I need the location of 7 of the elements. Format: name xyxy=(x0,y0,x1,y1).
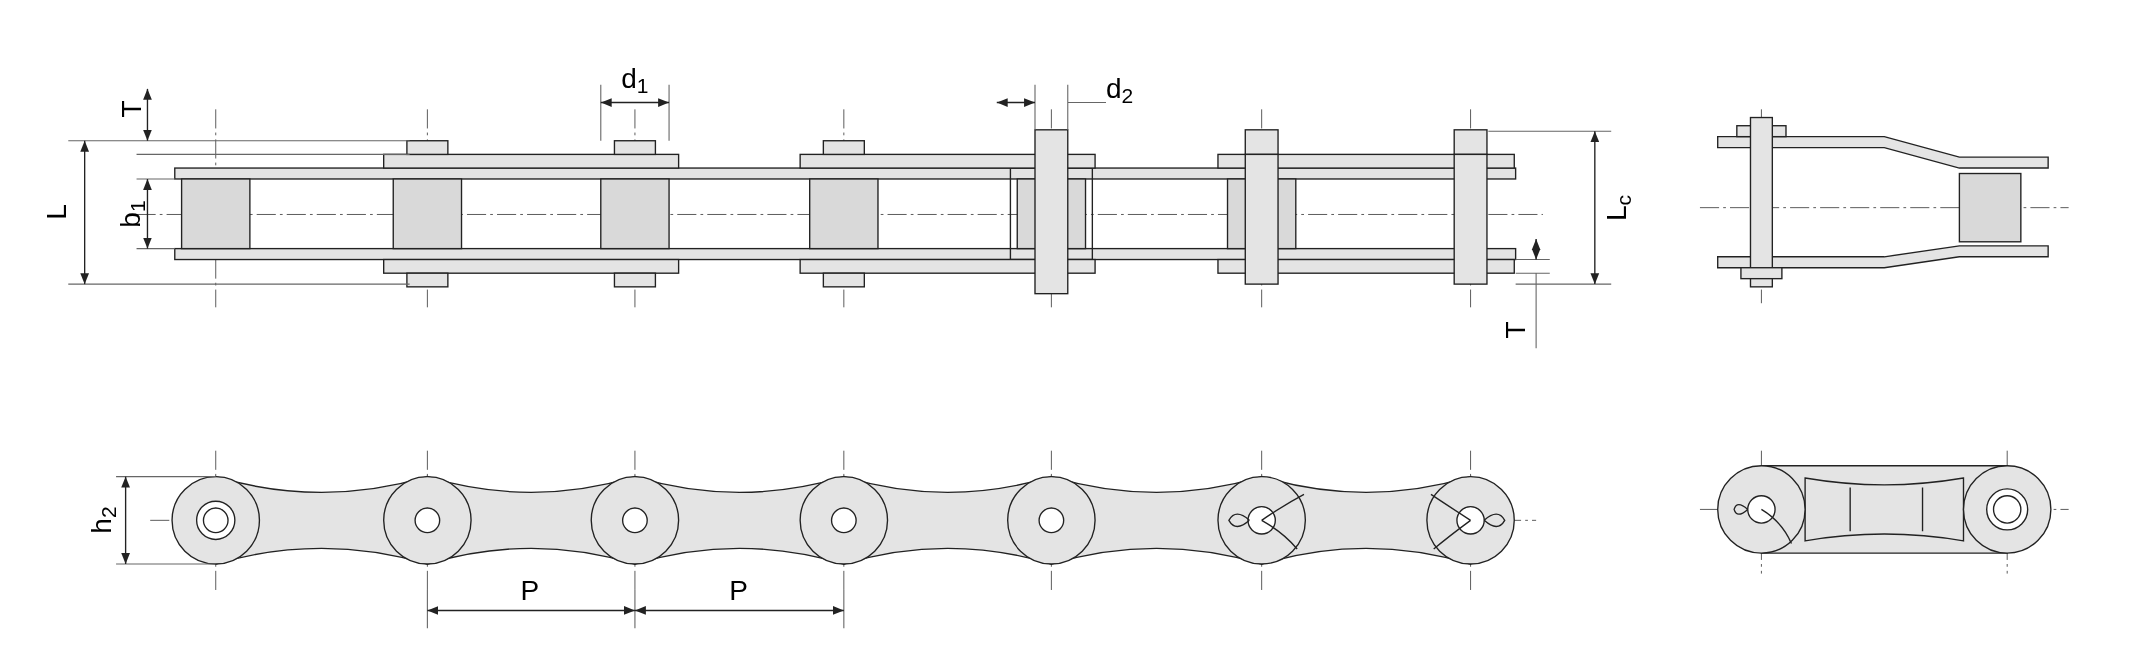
dimension-label: P xyxy=(520,575,540,607)
dimension-label: d$_{1}$ xyxy=(621,63,649,95)
dimension-label: P xyxy=(729,575,749,607)
dimension-label: T xyxy=(1499,321,1531,339)
dimension-label: T xyxy=(116,100,148,118)
dimension-label: d$_{2}$ xyxy=(1106,72,1134,104)
dimension-label: L xyxy=(41,203,73,220)
